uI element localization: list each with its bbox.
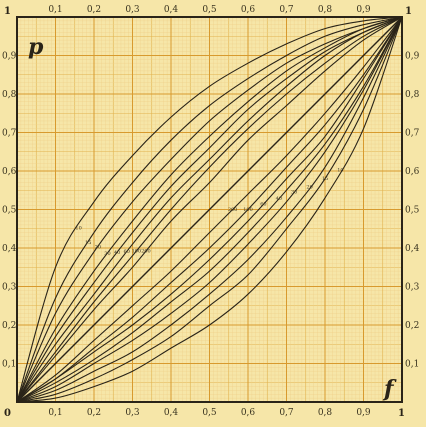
x-tick-label-top: 0,6: [241, 5, 256, 15]
y-tick-label-right: 0,4: [405, 244, 420, 254]
curve-label-lower: 60: [260, 202, 266, 208]
origin-label: 0: [4, 408, 11, 419]
curve-label-upper: 30: [104, 251, 110, 257]
curve-lower-10: [16, 16, 403, 403]
x-tick-label-bottom: 0,9: [356, 408, 371, 418]
x-tick-label-top: 0,8: [318, 5, 333, 15]
y-tick-label-right: 0,9: [405, 52, 420, 62]
x-tick-label-top: 0,9: [356, 5, 371, 15]
y-tick-label-left: 0,9: [2, 52, 17, 62]
x-tick-label-bottom: 0,2: [87, 408, 101, 418]
x-tick-label-bottom: 0,6: [241, 408, 256, 418]
plot-frame: [16, 16, 403, 403]
curve-lower-30: [16, 16, 403, 403]
curve-label-lower: 200: [228, 207, 238, 213]
y-tick-label-left: 0,5: [2, 206, 17, 216]
y-end-label: 1: [4, 6, 11, 17]
curve-upper-40: [16, 16, 403, 403]
x-axis-label: f: [382, 376, 397, 402]
curve-label-upper: 15: [85, 240, 91, 246]
tick-labels: 0,1 0,1 0,2 0,2 0,3 0,3 0,4 0,4 0,5 0,5 0,6 0,6 0,7 0…: [2, 5, 420, 418]
curve-label-upper: 10: [75, 225, 81, 231]
y-tick-label-right: 0,6: [405, 167, 420, 177]
curve-lower-20: [16, 16, 403, 403]
curve-label-lower: 10: [337, 168, 343, 174]
curve-upper-60: [16, 16, 403, 403]
x-tick-label-top: 0,1: [48, 5, 62, 15]
x-tick-label-bottom: 0,1: [48, 408, 62, 418]
curve-label-lower: 15: [322, 176, 328, 182]
y-tick-label-left: 0,2: [2, 321, 16, 331]
top-right-label: 1: [405, 6, 412, 17]
x-tick-label-bottom: 0,8: [318, 408, 333, 418]
curve-lower-100: [16, 16, 403, 403]
curve-lower-40: [16, 16, 403, 403]
y-tick-label-left: 0,7: [2, 129, 17, 139]
x-tick-label-bottom: 0,7: [279, 408, 294, 418]
x-tick-label-top: 0,3: [125, 5, 140, 15]
y-tick-label-left: 0,8: [2, 90, 17, 100]
y-tick-label-right: 0,8: [405, 90, 420, 100]
curve-label-lower: 40: [276, 196, 282, 202]
x-tick-label-top: 0,4: [164, 5, 179, 15]
y-tick-label-right: 0,2: [405, 321, 419, 331]
x-tick-label-bottom: 0,5: [202, 408, 217, 418]
curve-label-upper: 20: [95, 244, 101, 250]
curve-upper-10: [16, 16, 403, 403]
curve-label-upper: 60: [124, 249, 130, 255]
x-tick-label-top: 0,2: [87, 5, 101, 15]
curve-upper-100: [16, 16, 403, 403]
y-tick-label-right: 0,1: [405, 360, 419, 370]
curve-upper-20: [16, 16, 403, 403]
diagonal-line: [16, 16, 403, 403]
curve-upper-200: [16, 16, 403, 403]
x-tick-label-top: 0,5: [202, 5, 217, 15]
curve-lower-200: [16, 16, 403, 403]
y-tick-label-left: 0,1: [2, 360, 16, 370]
y-tick-label-left: 0,4: [2, 244, 17, 254]
curve-upper-15: [16, 16, 403, 403]
curve-lower-15: [16, 16, 403, 403]
curve-label-lower: 100: [243, 207, 253, 213]
y-tick-label-right: 0,5: [405, 206, 420, 216]
y-tick-label-right: 0,3: [405, 283, 420, 293]
y-tick-label-left: 0,6: [2, 167, 17, 177]
x-end-label: 1: [398, 408, 405, 419]
curve-label-lower: 30: [291, 189, 297, 195]
y-tick-label-right: 0,7: [405, 129, 420, 139]
curves: [16, 16, 403, 403]
curve-label-upper: 200: [141, 249, 151, 255]
y-tick-label-left: 0,3: [2, 283, 17, 293]
y-axis-label: p: [28, 34, 44, 60]
curve-label-upper: 100: [132, 249, 142, 255]
x-tick-label-bottom: 0,3: [125, 408, 140, 418]
curve-label-lower: 20: [306, 185, 312, 191]
curve-upper-30: [16, 16, 403, 403]
curve-lower-60: [16, 16, 403, 403]
x-tick-label-top: 0,7: [279, 5, 294, 15]
x-tick-label-bottom: 0,4: [164, 408, 179, 418]
curve-label-upper: 40: [114, 250, 120, 256]
